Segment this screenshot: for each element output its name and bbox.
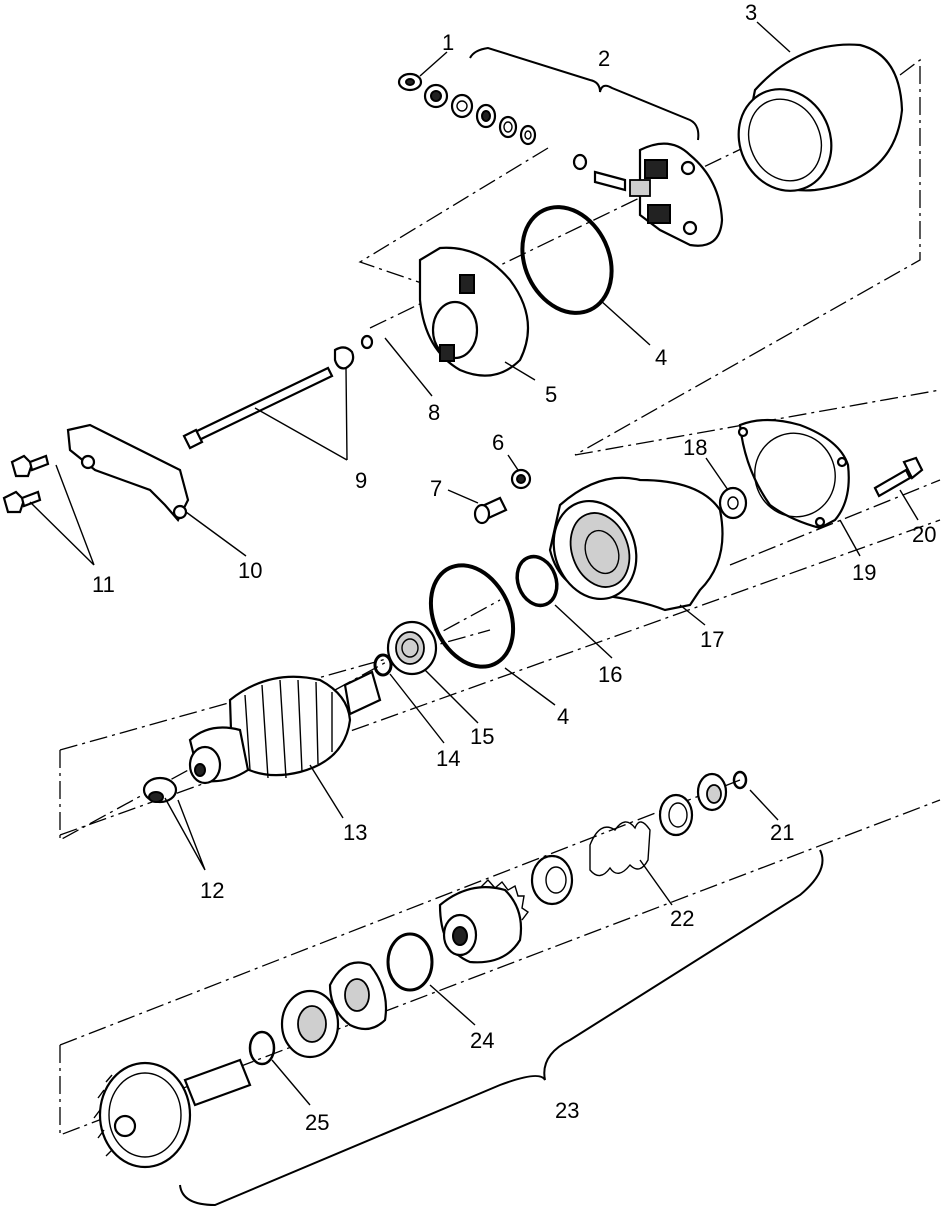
part-17-front-housing [548,476,724,612]
callout-1: 1 [442,30,454,55]
callout-7: 7 [430,476,442,501]
part-1-nuts-washers [397,72,537,146]
callout-13: 13 [343,820,367,845]
callout-21: 21 [770,820,794,845]
part-9-through-bolt [182,346,355,450]
part-3-yoke-housing [737,43,904,192]
callout-11: 11 [92,572,115,597]
part-14-ring [373,653,393,677]
part-16-o-ring [515,554,559,608]
callout-6: 6 [492,430,504,455]
callout-9: 9 [355,468,367,493]
callout-25: 25 [305,1110,329,1135]
part-25-snap-ring [248,1030,276,1066]
callout-15: 15 [470,724,494,749]
clutch-plates [280,961,388,1059]
callout-10: 10 [238,558,262,583]
callout-4-upper: 4 [655,345,667,370]
callout-labels: 1 2 3 4 5 6 7 8 9 10 11 12 13 14 15 16 4… [92,0,936,1135]
brackets [179,46,824,1207]
part-12-nuts [142,776,178,804]
callout-12: 12 [200,878,224,903]
part-7-screw [473,496,508,525]
part-15-bearing [386,620,438,676]
callout-5: 5 [545,382,557,407]
part-20-bolt [873,456,924,498]
callout-14: 14 [436,746,460,771]
callout-20: 20 [912,522,936,547]
center-lines [59,58,941,1136]
part-19-gasket [737,418,850,530]
part-2-brush-holder [572,142,724,247]
part-4-o-ring-lower [428,563,516,669]
part-8-small-ring [360,334,374,350]
part-6-nut [510,468,532,490]
part-5-end-cover [418,246,530,377]
callout-3: 3 [745,0,757,25]
leader-lines [29,21,919,1106]
part-18-washer [718,486,748,520]
callout-19: 19 [852,560,876,585]
callout-2: 2 [598,46,610,71]
output-gear-shaft [93,1058,252,1169]
callout-22: 22 [670,906,694,931]
callout-18: 18 [683,435,707,460]
part-10-bracket [66,423,190,522]
part-11-bolts [2,454,50,514]
part-23-pinion-clutch [438,878,530,964]
callout-8: 8 [428,400,440,425]
callout-23: 23 [555,1098,579,1123]
part-24-ring [386,932,434,992]
callout-16: 16 [598,662,622,687]
callout-24: 24 [470,1028,494,1053]
part-21-clip [696,770,748,812]
callout-4-lower: 4 [557,704,569,729]
callout-17: 17 [700,627,724,652]
part-4-o-ring-upper [520,205,614,315]
part-22-spring [530,793,694,906]
part-13-armature [188,670,382,785]
